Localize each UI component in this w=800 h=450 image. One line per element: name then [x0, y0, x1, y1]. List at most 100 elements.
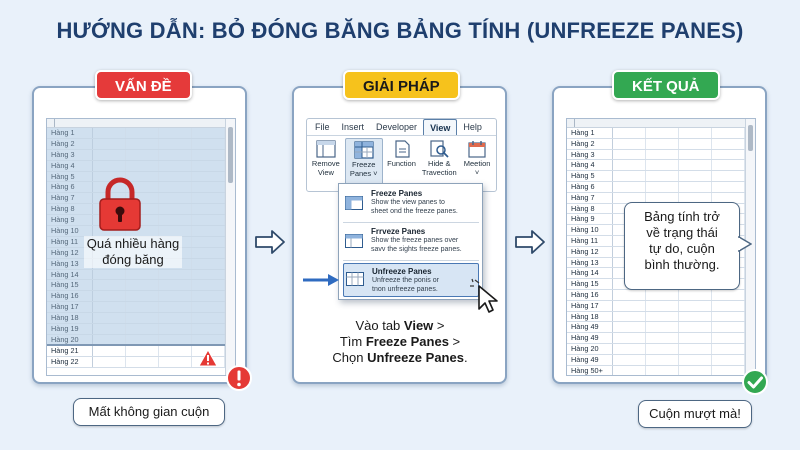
table-cell[interactable]: [126, 302, 159, 313]
table-row[interactable]: Hàng 49: [567, 322, 745, 334]
table-cell[interactable]: [679, 333, 712, 343]
table-cell[interactable]: [613, 138, 646, 149]
table-cell[interactable]: [126, 324, 159, 334]
table-cell[interactable]: [712, 333, 745, 343]
table-cell[interactable]: [159, 324, 192, 334]
table-cell[interactable]: [192, 182, 225, 193]
table-cell[interactable]: [712, 343, 745, 354]
table-cell[interactable]: [679, 181, 712, 192]
table-cell[interactable]: [126, 356, 159, 367]
table-cell[interactable]: [159, 334, 192, 345]
table-cell[interactable]: [192, 324, 225, 334]
table-cell[interactable]: [159, 193, 192, 204]
table-cell[interactable]: [679, 149, 712, 160]
table-row[interactable]: Hàng 5: [47, 171, 225, 183]
table-cell[interactable]: [126, 334, 159, 345]
table-cell[interactable]: [159, 226, 192, 236]
table-cell[interactable]: [712, 246, 745, 257]
table-cell[interactable]: [159, 302, 192, 313]
table-cell[interactable]: [93, 324, 126, 334]
table-row[interactable]: Hàng 21: [47, 345, 225, 357]
table-cell[interactable]: [126, 269, 159, 280]
table-cell[interactable]: [93, 313, 126, 324]
table-cell[interactable]: [712, 181, 745, 192]
table-cell[interactable]: [613, 322, 646, 333]
table-cell[interactable]: [679, 192, 712, 203]
table-row[interactable]: Hàng 16: [567, 289, 745, 301]
table-cell[interactable]: [679, 300, 712, 311]
table-cell[interactable]: [93, 345, 126, 356]
table-cell[interactable]: [613, 128, 646, 138]
table-cell[interactable]: [126, 226, 159, 236]
table-cell[interactable]: [679, 322, 712, 333]
table-cell[interactable]: [613, 289, 646, 300]
table-cell[interactable]: [93, 182, 126, 193]
table-cell[interactable]: [646, 333, 679, 343]
table-cell[interactable]: [646, 181, 679, 192]
table-cell[interactable]: [159, 215, 192, 226]
table-cell[interactable]: [712, 192, 745, 203]
table-cell[interactable]: [93, 280, 126, 291]
table-cell[interactable]: [646, 171, 679, 181]
table-cell[interactable]: [93, 138, 126, 149]
table-cell[interactable]: [712, 171, 745, 181]
tab-file[interactable]: File: [315, 122, 330, 132]
table-row[interactable]: Hàng 4: [47, 160, 225, 172]
menu-item-unfreeze-panes[interactable]: Unfreeze Panes Unfreeze the ponis or tno…: [343, 263, 479, 297]
table-cell[interactable]: [613, 160, 646, 171]
table-cell[interactable]: [159, 313, 192, 324]
table-cell[interactable]: [93, 291, 126, 302]
table-row[interactable]: Hàng 22: [47, 356, 225, 368]
table-row[interactable]: Hàng 20: [567, 343, 745, 355]
table-cell[interactable]: [712, 203, 745, 214]
table-cell[interactable]: [712, 365, 745, 375]
table-row[interactable]: Hàng 1: [47, 128, 225, 139]
table-cell[interactable]: [159, 171, 192, 182]
table-cell[interactable]: [679, 343, 712, 354]
table-cell[interactable]: [126, 128, 159, 138]
table-cell[interactable]: [192, 128, 225, 138]
table-row[interactable]: Hàng 2: [567, 138, 745, 150]
menu-item-freeze-top-row[interactable]: Frrveze Panes Show the freeze panes over…: [343, 226, 479, 256]
table-cell[interactable]: [646, 128, 679, 138]
table-cell[interactable]: [126, 291, 159, 302]
table-cell[interactable]: [192, 226, 225, 236]
table-row[interactable]: Hàng 6: [47, 182, 225, 194]
table-row[interactable]: Hàng 50+: [567, 365, 745, 375]
table-cell[interactable]: [679, 160, 712, 171]
table-cell[interactable]: [712, 300, 745, 311]
table-row[interactable]: Hàng 3: [567, 149, 745, 161]
table-cell[interactable]: [192, 236, 225, 247]
table-cell[interactable]: [646, 354, 679, 365]
table-row[interactable]: Hàng 3: [47, 149, 225, 161]
table-cell[interactable]: [93, 160, 126, 171]
table-cell[interactable]: [159, 160, 192, 171]
table-row[interactable]: Hàng 2: [47, 138, 225, 150]
table-cell[interactable]: [192, 269, 225, 280]
table-cell[interactable]: [712, 311, 745, 322]
tab-insert[interactable]: Insert: [341, 122, 365, 132]
table-cell[interactable]: [646, 192, 679, 203]
table-cell[interactable]: [646, 289, 679, 300]
table-cell[interactable]: [712, 322, 745, 333]
table-cell[interactable]: [613, 311, 646, 322]
table-cell[interactable]: [646, 138, 679, 149]
table-cell[interactable]: [159, 258, 192, 269]
table-cell[interactable]: [679, 128, 712, 138]
table-cell[interactable]: [93, 334, 126, 345]
table-row[interactable]: Hàng 19: [47, 324, 225, 335]
tab-help[interactable]: Help: [463, 122, 482, 132]
table-cell[interactable]: [646, 343, 679, 354]
table-cell[interactable]: [679, 138, 712, 149]
table-cell[interactable]: [192, 334, 225, 345]
table-cell[interactable]: [126, 204, 159, 215]
table-cell[interactable]: [679, 289, 712, 300]
table-cell[interactable]: [192, 171, 225, 182]
table-cell[interactable]: [613, 365, 646, 375]
table-cell[interactable]: [712, 149, 745, 160]
table-cell[interactable]: [613, 192, 646, 203]
table-cell[interactable]: [159, 149, 192, 160]
table-cell[interactable]: [679, 171, 712, 181]
table-cell[interactable]: [613, 300, 646, 311]
